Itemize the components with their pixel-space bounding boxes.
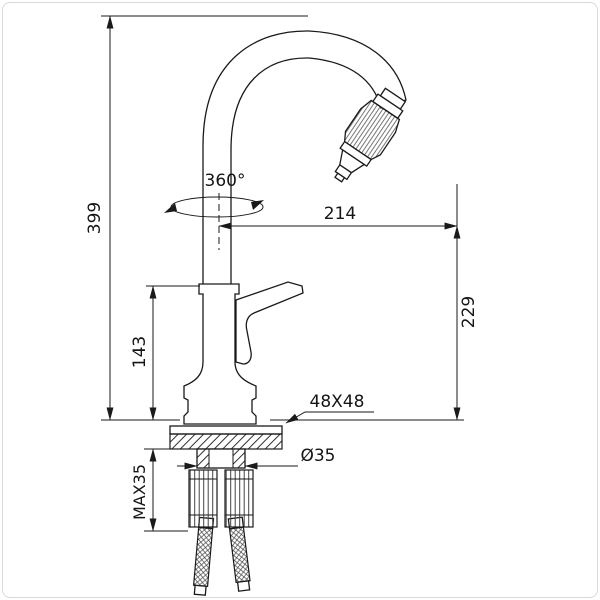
dim-spout-height: 229	[270, 225, 479, 421]
faucet-body	[183, 283, 257, 425]
dim-hole-diameter-label: Ø35	[300, 446, 335, 466]
spray-head	[334, 87, 407, 183]
handle-lever	[235, 281, 304, 365]
dim-hole-diameter: Ø35	[177, 446, 336, 470]
mounting-shank	[196, 448, 246, 469]
dim-total-height: 399	[85, 15, 308, 421]
rotation-arrow-right-icon	[251, 200, 264, 210]
dim-spout-reach-label: 214	[324, 204, 356, 224]
dim-base-size-label: 48X48	[310, 392, 365, 412]
rotation-indicator: 360°	[164, 171, 264, 250]
dim-max-thickness: MAX35	[130, 448, 188, 532]
gooseneck-spout	[202, 30, 407, 294]
rotation-arrow-left-icon	[164, 203, 177, 213]
dim-body-height-label: 143	[130, 336, 150, 368]
dim-max-thickness-label: MAX35	[130, 464, 149, 520]
supply-hose-left	[192, 516, 215, 596]
deck-plate	[169, 425, 283, 450]
dim-body-height: 143	[130, 285, 200, 421]
dim-total-height-label: 399	[85, 202, 105, 234]
dim-spout-height-label: 229	[459, 296, 479, 328]
supply-hose-right	[227, 516, 251, 592]
dim-base-size: 48X48	[285, 392, 374, 424]
dim-spout-reach: 214	[218, 184, 458, 232]
rotation-label: 360°	[205, 171, 246, 191]
mounting-nut	[188, 469, 254, 528]
